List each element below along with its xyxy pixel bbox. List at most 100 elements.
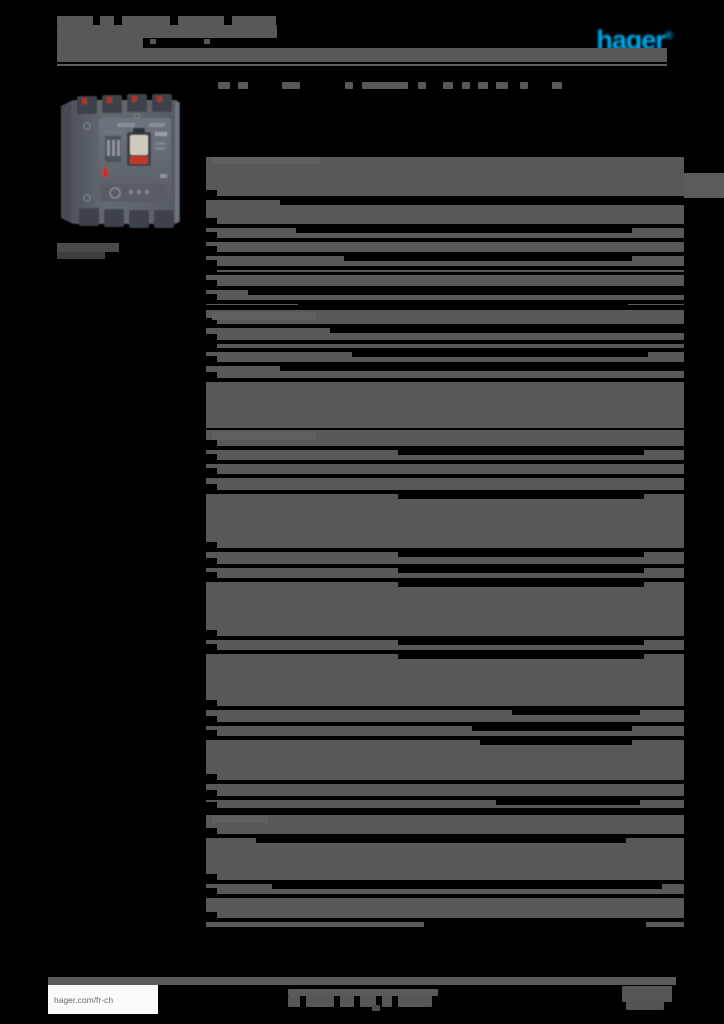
table-value-cell: [424, 922, 646, 927]
table-row-separator: [206, 706, 684, 710]
table-value-cell: [398, 552, 644, 557]
table-value-cell: [480, 740, 632, 745]
table-row-separator: [206, 324, 684, 328]
header-text-block: [232, 16, 276, 25]
table-row-separator: [206, 918, 684, 922]
table-row-marker: [206, 630, 217, 636]
footer-page-number: [622, 986, 684, 1012]
table-row-marker: [206, 334, 217, 340]
title-ascender: [362, 82, 408, 89]
table-row-marker: [206, 280, 217, 286]
table-row-marker: [206, 246, 217, 252]
table-row-separator: [206, 340, 684, 344]
table-row-marker: [206, 218, 217, 224]
table-value-cell: [280, 366, 684, 371]
section-heading: [212, 312, 316, 320]
page-header: hager®: [0, 0, 724, 72]
product-image: [57, 88, 187, 236]
title-ascender: [496, 82, 508, 89]
table-value-cell: [352, 352, 648, 357]
table-row-marker: [206, 372, 217, 378]
header-text-block: [100, 16, 114, 25]
table-value-cell: [296, 228, 632, 233]
title-ascender: [218, 82, 230, 89]
header-text-block: [57, 16, 93, 25]
table-row-marker: [206, 484, 217, 490]
table-value-cell: [398, 654, 644, 659]
table-row-marker: [206, 318, 217, 324]
table-row-separator: [206, 796, 684, 800]
footer-center-redacted: [288, 989, 438, 1011]
table-row-separator: [206, 548, 684, 552]
table-row-marker: [206, 730, 217, 736]
table-row-separator: [206, 446, 684, 450]
header-text-block: [122, 16, 170, 25]
table-row-marker: [206, 342, 217, 348]
title-ascender: [345, 82, 353, 89]
table-row-marker: [206, 572, 217, 578]
table-value-cell: [398, 640, 644, 645]
table-row-separator: [206, 578, 684, 582]
table-row-separator: [206, 880, 684, 884]
title-ascender: [552, 82, 562, 89]
table-value-cell: [330, 328, 684, 333]
spec-table: [206, 430, 684, 810]
table-row-separator: [206, 722, 684, 726]
title-ascender: [282, 82, 300, 89]
table-row-marker: [206, 356, 217, 362]
table-row-marker: [206, 700, 217, 706]
table-row-marker: [206, 716, 217, 722]
table-row-separator: [206, 272, 684, 275]
table-row-marker: [206, 190, 217, 196]
table-value-cell: [248, 290, 684, 295]
table-row-separator: [206, 224, 684, 228]
table-row-marker: [206, 260, 217, 266]
title-ascender: [478, 82, 488, 89]
title-ascender: [462, 82, 470, 89]
header-rule: [57, 64, 667, 66]
table-value-cell: [298, 304, 628, 309]
table-value-cell: [398, 582, 644, 587]
table-row-separator: [206, 286, 684, 290]
table-row-separator: [206, 300, 684, 304]
hager-logo-mark: ®: [664, 30, 673, 42]
header-text-block: [57, 48, 667, 62]
spec-table: [206, 815, 684, 927]
table-row-separator: [206, 238, 684, 242]
table-row-marker: [206, 454, 217, 460]
table-row-separator: [206, 196, 684, 200]
header-text-block: [178, 16, 224, 25]
table-row-separator: [206, 736, 684, 740]
header-text-block: [150, 39, 156, 44]
table-row-marker: [206, 440, 217, 446]
header-text-block: [57, 38, 143, 48]
title-ascender: [443, 82, 453, 89]
table-row-separator: [206, 252, 684, 256]
table-row-separator: [206, 780, 684, 784]
table-row-marker: [206, 790, 217, 796]
table-row-separator: [206, 474, 684, 478]
table-row-marker: [206, 558, 217, 564]
table-row-separator: [206, 894, 684, 898]
table-row-marker: [206, 828, 217, 834]
footer-url[interactable]: hager.com/fr-ch: [48, 985, 158, 1014]
section-heading: [212, 432, 316, 440]
table-row-separator: [206, 266, 684, 270]
table-row-marker: [206, 912, 217, 918]
table-value-cell: [496, 800, 640, 805]
table-value-cell: [398, 450, 644, 455]
table-row-marker: [206, 888, 217, 894]
table-row-marker: [206, 774, 217, 780]
table-row-separator: [206, 636, 684, 640]
title-ascender: [238, 82, 248, 89]
table-row-marker: [206, 294, 217, 300]
table-row-separator: [206, 834, 684, 838]
table-row-marker: [206, 266, 217, 272]
table-row-marker: [206, 874, 217, 880]
table-row-separator: [206, 490, 684, 494]
table-row-separator: [206, 650, 684, 654]
section-heading: [212, 157, 320, 164]
table-row-separator: [206, 378, 684, 382]
table-row-separator: [206, 808, 684, 813]
table-value-cell: [472, 726, 632, 731]
